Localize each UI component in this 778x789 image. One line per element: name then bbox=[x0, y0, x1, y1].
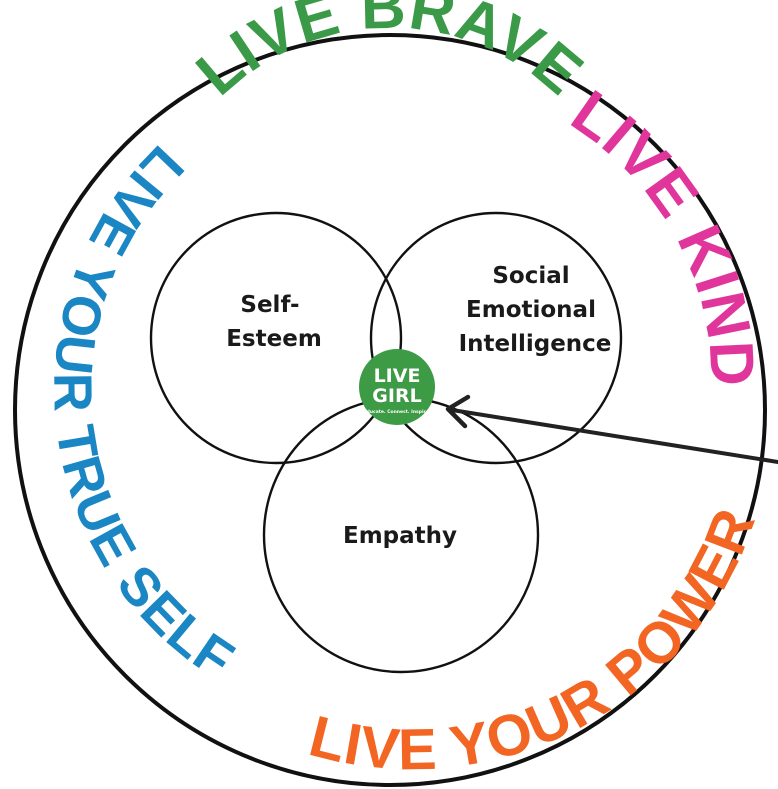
label-social-emotional-line-3: Intelligence bbox=[459, 331, 612, 357]
label-social-emotional-line-2: Emotional bbox=[466, 297, 596, 323]
label-self-esteem-line-1: Self- bbox=[240, 292, 299, 318]
slogan-live-brave-text: LIVE BRAVE bbox=[184, 0, 595, 109]
pointer-arrow bbox=[445, 394, 778, 464]
circle-self-esteem bbox=[149, 211, 403, 465]
outer-circle bbox=[13, 33, 767, 787]
label-self-esteem: Self- Esteem bbox=[226, 292, 322, 352]
label-empathy: Empathy bbox=[343, 523, 457, 549]
label-self-esteem-line-2: Esteem bbox=[226, 326, 322, 352]
label-social-emotional: Social Emotional Intelligence bbox=[459, 263, 612, 357]
logo-background bbox=[359, 349, 435, 425]
logo-tagline: Educate. Connect. Inspire. bbox=[364, 409, 431, 415]
label-social-emotional-line-1: Social bbox=[492, 263, 569, 289]
logo-line-girl: GIRL bbox=[372, 385, 421, 407]
live-girl-logo: LIVE GIRL Educate. Connect. Inspire. bbox=[359, 349, 435, 425]
arrow-shaft bbox=[450, 408, 778, 464]
circle-social-emotional bbox=[369, 211, 623, 465]
logo-line-live: LIVE bbox=[374, 365, 421, 387]
arrow-head-icon bbox=[445, 394, 471, 429]
slogan-live-brave: LIVE BRAVE bbox=[184, 0, 596, 109]
